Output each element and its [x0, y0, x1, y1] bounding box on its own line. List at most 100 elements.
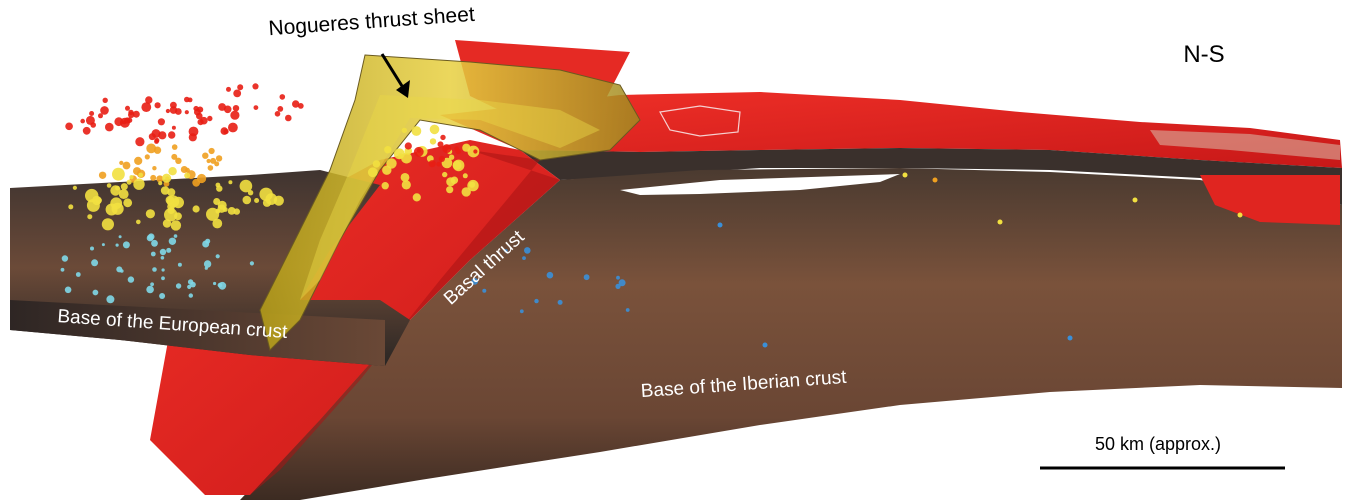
- hypocentre-point: [430, 125, 440, 135]
- hypocentre-point: [210, 158, 216, 164]
- hypocentre-point: [228, 123, 238, 133]
- hypocentre-point: [192, 179, 200, 187]
- hypocentre-point: [152, 267, 157, 272]
- hypocentre-point: [128, 112, 134, 118]
- hypocentre-point: [547, 272, 554, 279]
- hypocentre-point: [110, 185, 120, 195]
- hypocentre-point: [226, 87, 231, 92]
- hypocentre-point: [103, 98, 108, 103]
- hypocentre-point: [80, 119, 85, 124]
- hypocentre-point: [178, 263, 182, 267]
- hypocentre-point: [1068, 336, 1073, 341]
- hypocentre-point: [162, 268, 165, 271]
- hypocentre-point: [76, 272, 81, 277]
- hypocentre-point: [534, 299, 538, 303]
- hypocentre-point: [463, 173, 468, 178]
- hypocentre-point: [152, 166, 156, 170]
- hypocentre-point: [184, 97, 190, 103]
- hypocentre-point: [124, 117, 130, 123]
- hypocentre-point: [100, 106, 109, 115]
- hypocentre-point: [123, 241, 130, 248]
- hypocentre-point: [205, 267, 208, 270]
- hypocentre-point: [429, 160, 436, 167]
- hypocentre-point: [166, 248, 171, 253]
- hypocentre-point: [189, 133, 197, 141]
- hypocentre-point: [285, 115, 292, 122]
- hypocentre-point: [151, 252, 156, 257]
- hypocentre-point: [92, 196, 101, 205]
- hypocentre-point: [230, 111, 239, 120]
- hypocentre-point: [213, 198, 220, 205]
- hypocentre-point: [175, 158, 181, 164]
- hypocentre-point: [208, 165, 214, 171]
- hypocentre-point: [413, 193, 421, 201]
- hypocentre-point: [524, 247, 531, 254]
- hypocentre-point: [275, 111, 281, 117]
- hypocentre-point: [65, 123, 73, 131]
- hypocentre-point: [171, 220, 181, 230]
- hypocentre-point: [216, 254, 220, 258]
- hypocentre-point: [473, 149, 477, 153]
- hypocentre-point: [402, 128, 407, 133]
- hypocentre-point: [134, 157, 142, 165]
- hypocentre-point: [83, 127, 91, 135]
- hypocentre-point: [933, 178, 938, 183]
- hypocentre-point: [150, 282, 154, 286]
- hypocentre-point: [61, 268, 65, 272]
- hypocentre-point: [522, 256, 526, 260]
- hypocentre-point: [133, 179, 144, 190]
- hypocentre-point: [161, 276, 165, 280]
- hypocentre-point: [102, 243, 105, 246]
- hypocentre-point: [438, 141, 444, 147]
- hypocentre-point: [194, 109, 201, 116]
- hypocentre-point: [209, 148, 215, 154]
- hypocentre-point: [172, 144, 178, 150]
- hypocentre-point: [193, 205, 200, 212]
- hypocentre-point: [233, 90, 241, 98]
- hypocentre-point: [259, 188, 272, 201]
- hypocentre-point: [125, 106, 130, 111]
- hypocentre-point: [215, 209, 220, 214]
- hypocentre-point: [169, 238, 176, 245]
- hypocentre-point: [763, 343, 768, 348]
- hypocentre-point: [446, 177, 455, 186]
- hypocentre-point: [68, 204, 73, 209]
- hypocentre-point: [213, 282, 216, 285]
- hypocentre-point: [184, 173, 190, 179]
- hypocentre-point: [402, 180, 411, 189]
- hypocentre-point: [436, 162, 441, 167]
- hypocentre-point: [202, 241, 209, 248]
- hypocentre-point: [105, 123, 114, 132]
- hypocentre-point: [240, 180, 253, 193]
- hypocentre-point: [160, 249, 166, 255]
- hypocentre-point: [482, 289, 486, 293]
- hypocentre-point: [148, 233, 155, 240]
- hypocentre-point: [223, 207, 228, 212]
- hypocentre-point: [155, 102, 161, 108]
- hypocentre-point: [442, 172, 447, 177]
- hypocentre-point: [65, 287, 72, 294]
- hypocentre-point: [145, 154, 150, 159]
- hypocentre-point: [123, 198, 132, 207]
- hypocentre-point: [223, 129, 228, 134]
- hypocentre-point: [168, 167, 176, 175]
- hypocentre-point: [218, 282, 226, 290]
- hypocentre-point: [128, 276, 134, 282]
- hypocentre-point: [123, 162, 131, 170]
- hypocentre-point: [446, 186, 453, 193]
- hypocentre-point: [277, 106, 283, 112]
- hypocentre-point: [173, 197, 184, 208]
- hypocentre-point: [520, 309, 524, 313]
- hypocentre-point: [141, 102, 151, 112]
- hypocentre-point: [166, 109, 170, 113]
- hypocentre-point: [91, 259, 98, 266]
- hypocentre-point: [626, 308, 630, 312]
- hypocentre-point: [430, 138, 436, 144]
- hypocentre-point: [119, 235, 122, 238]
- scale-bar-label: 50 km (approx.): [1095, 434, 1221, 454]
- hypocentre-point: [99, 172, 106, 179]
- hypocentre-point: [168, 131, 175, 138]
- hypocentre-point: [453, 160, 465, 172]
- hypocentre-point: [998, 220, 1003, 225]
